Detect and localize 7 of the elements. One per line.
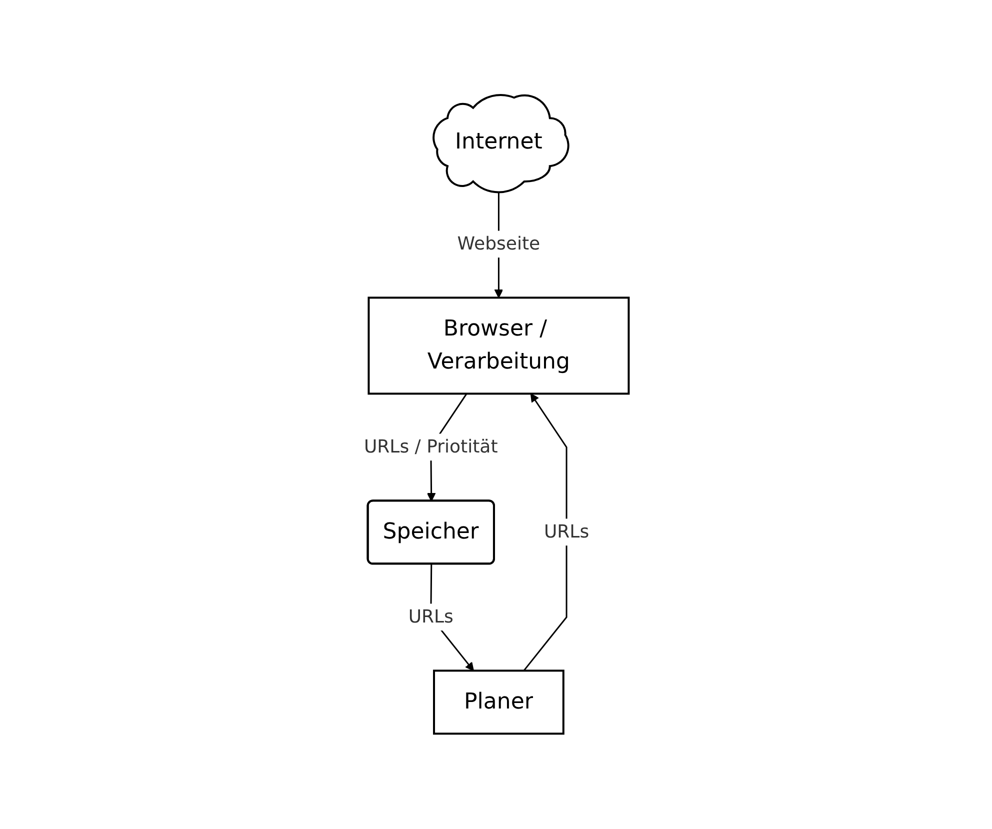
edge-label: URLs bbox=[408, 606, 454, 628]
edge-label: URLs / Priotität bbox=[364, 436, 498, 458]
edge-label: Webseite bbox=[456, 234, 540, 255]
edge-label: URLs bbox=[544, 522, 589, 543]
node-box: Browser / Verarbeitung bbox=[367, 296, 630, 395]
arrow bbox=[522, 393, 567, 672]
node-box: Planer bbox=[432, 670, 564, 735]
